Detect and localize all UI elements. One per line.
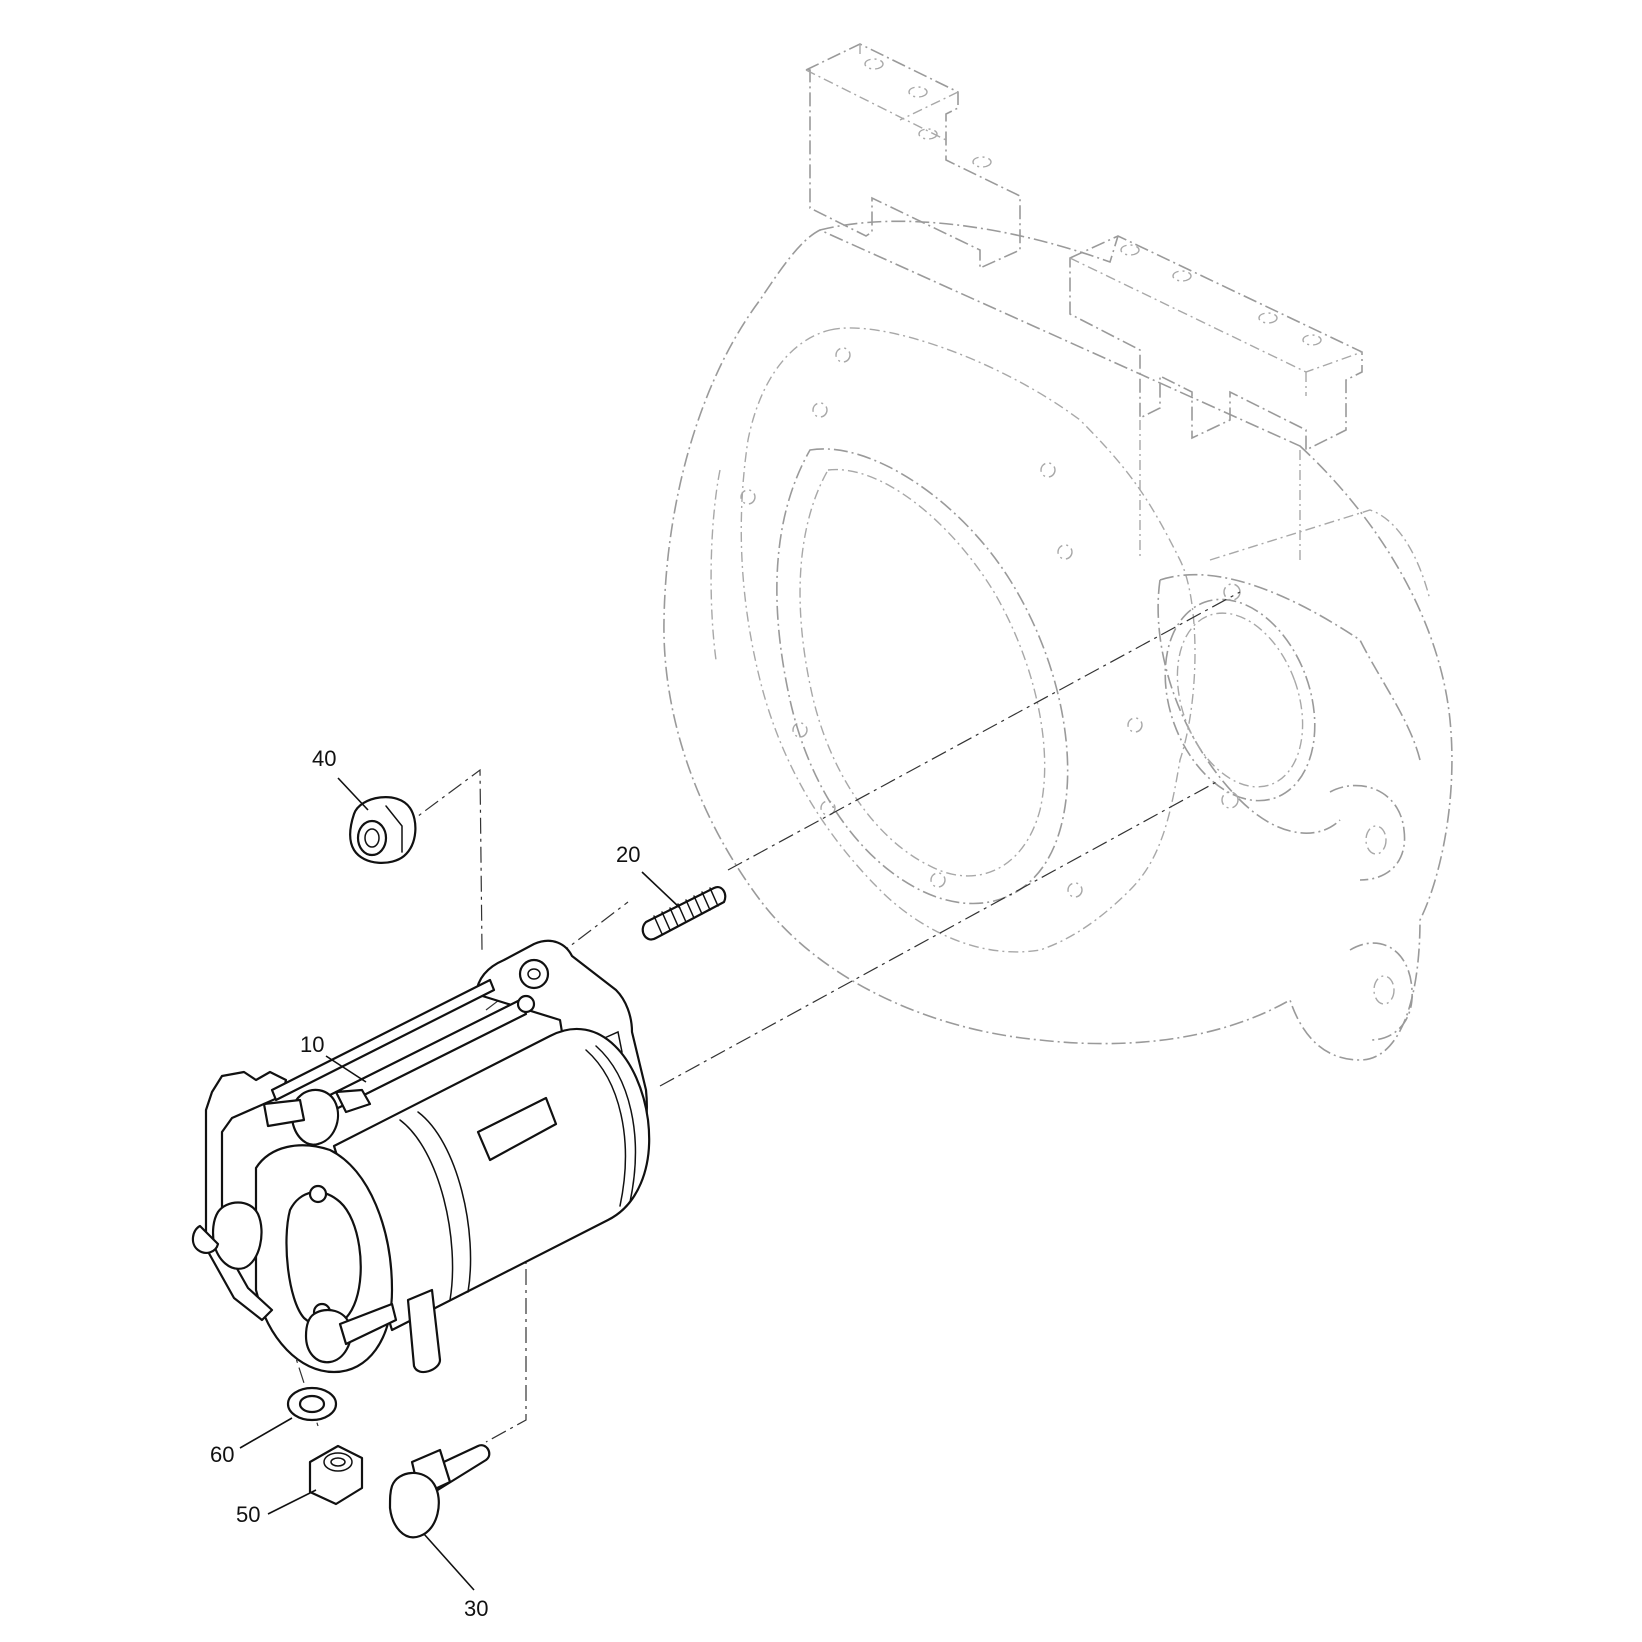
callout-50: 50 — [236, 1502, 260, 1527]
callout-20: 20 — [616, 842, 640, 867]
callout-leaders — [239, 777, 681, 1591]
bolt-part-30 — [388, 1444, 491, 1539]
callout-10: 10 — [300, 1032, 324, 1057]
callout-60: 60 — [210, 1442, 234, 1467]
callout-labels: 40 20 10 60 50 30 — [210, 746, 640, 1621]
flange-nut-part-40 — [349, 796, 417, 864]
lock-washer-part-60 — [286, 1386, 338, 1422]
callout-30: 30 — [464, 1596, 488, 1621]
flywheel-housing-ghost — [663, 43, 1453, 1061]
callout-40: 40 — [312, 746, 336, 771]
hex-nut-part-50 — [308, 1444, 364, 1506]
stud-part-20 — [641, 886, 727, 941]
starter-motor-part-10 — [191, 939, 651, 1374]
